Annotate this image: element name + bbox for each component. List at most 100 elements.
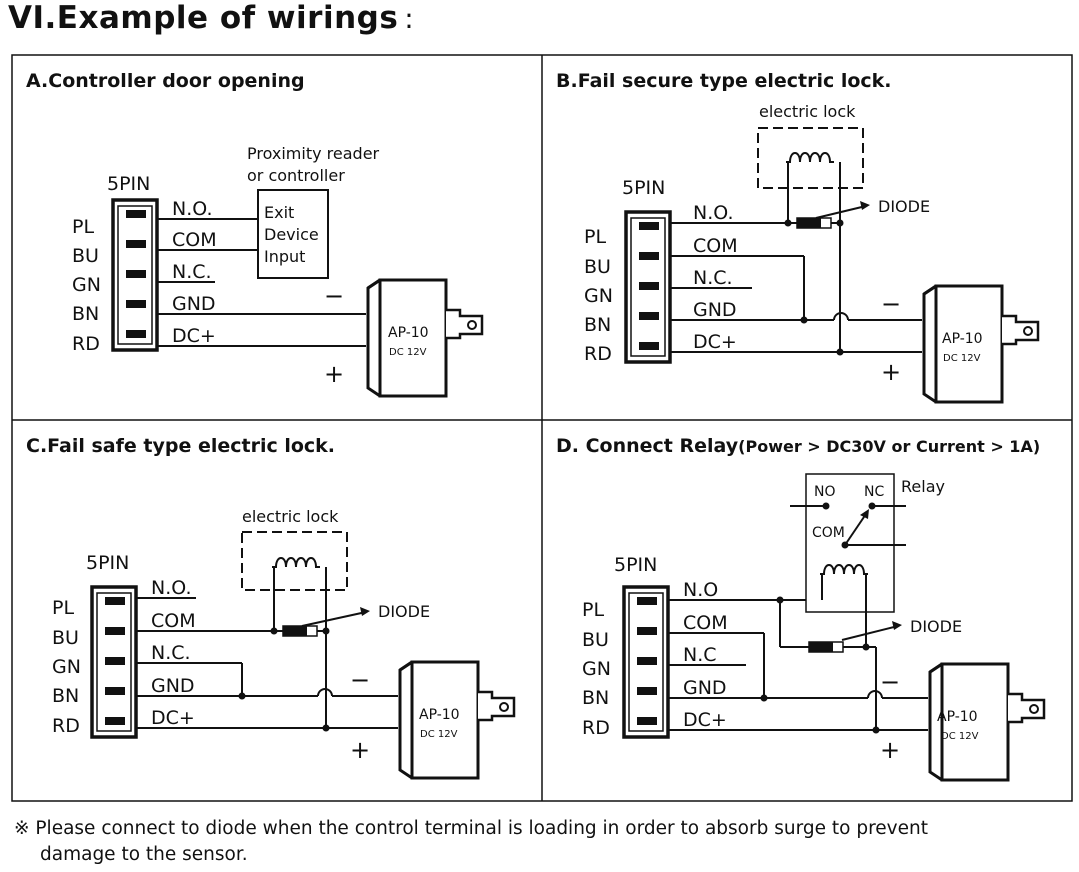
- wire-dc-plus: DC+: [172, 325, 216, 347]
- pin-pl: PL: [584, 226, 606, 248]
- pin-rd: RD: [52, 715, 80, 737]
- pin-bu: BU: [584, 256, 611, 278]
- pin-bn: BN: [582, 687, 609, 709]
- pin-bn: BN: [52, 685, 79, 707]
- wire-gnd: GND: [693, 299, 737, 321]
- relay-box: [805, 473, 895, 613]
- panel-d-title-main: D. Connect Relay: [556, 435, 739, 457]
- panel-a-title: A.Controller door opening: [26, 70, 305, 92]
- reader-label-2: or controller: [247, 166, 345, 185]
- adapter-voltage: DC 12V: [389, 347, 427, 358]
- pin-pl: PL: [52, 597, 74, 619]
- diode-label: DIODE: [378, 602, 430, 621]
- box-line-input: Input: [264, 247, 305, 266]
- adapter-voltage: DC 12V: [941, 731, 979, 742]
- wire-com: COM: [683, 612, 728, 634]
- plus-sign: +: [881, 358, 901, 386]
- pin-bn: BN: [584, 314, 611, 336]
- footnote-line1: Please connect to diode when the control…: [35, 818, 928, 839]
- title-text: VI.Example of wirings: [8, 0, 399, 36]
- box-line-device: Device: [264, 225, 319, 244]
- pin-bu: BU: [72, 245, 99, 267]
- relay-nc: NC: [864, 484, 884, 500]
- panel-d-connector: [622, 585, 670, 739]
- wire-gnd: GND: [683, 677, 727, 699]
- panel-d-5pin-label: 5PIN: [614, 554, 657, 576]
- wire-nc: N.C.: [693, 267, 733, 289]
- minus-sign: −: [350, 666, 370, 694]
- pin-gn: GN: [72, 274, 101, 296]
- pin-gn: GN: [584, 285, 613, 307]
- footnote: ※ Please connect to diode when the contr…: [14, 816, 1064, 868]
- panel-d: D. Connect Relay(Power > DC30V or Curren…: [556, 435, 1046, 782]
- panel-b-title: B.Fail secure type electric lock.: [556, 70, 892, 92]
- minus-sign: −: [324, 282, 344, 310]
- adapter-model: AP-10: [419, 707, 460, 723]
- adapter-model: AP-10: [388, 325, 429, 341]
- electric-lock-box: [757, 127, 864, 189]
- panel-c: C.Fail safe type electric lock. 5PIN PL …: [26, 435, 516, 780]
- footnote-symbol: ※: [14, 818, 30, 839]
- reader-label-1: Proximity reader: [247, 144, 380, 163]
- panel-a-5pin-label: 5PIN: [107, 173, 150, 195]
- pin-gn: GN: [52, 656, 81, 678]
- diode-label: DIODE: [910, 617, 962, 636]
- minus-sign: −: [881, 290, 901, 318]
- panel-b: B.Fail secure type electric lock. 5PIN P…: [556, 70, 1040, 404]
- pin-bu: BU: [582, 629, 609, 651]
- panel-a-connector: [111, 198, 159, 352]
- electric-lock-box: [241, 531, 348, 591]
- lock-label: electric lock: [759, 102, 856, 121]
- exit-device-box: [257, 189, 329, 279]
- pin-rd: RD: [72, 333, 100, 355]
- wire-dc-plus: DC+: [151, 707, 195, 729]
- panel-c-5pin-label: 5PIN: [86, 552, 129, 574]
- wire-nc: N.C.: [151, 642, 191, 664]
- wire-com: COM: [172, 229, 217, 251]
- page-title: VI.Example of wirings:: [8, 0, 414, 36]
- plus-sign: +: [324, 360, 344, 388]
- panel-c-title: C.Fail safe type electric lock.: [26, 435, 335, 457]
- diode: [282, 625, 318, 637]
- diode-label: DIODE: [878, 197, 930, 216]
- adapter-voltage: DC 12V: [420, 729, 458, 740]
- pin-bu: BU: [52, 627, 79, 649]
- pin-rd: RD: [584, 343, 612, 365]
- wire-com: COM: [151, 610, 196, 632]
- adapter-model: AP-10: [937, 709, 978, 725]
- plus-sign: +: [350, 736, 370, 764]
- wire-nc: N.C.: [172, 261, 212, 283]
- wire-nc: N.C: [683, 644, 717, 666]
- relay-com: COM: [812, 525, 845, 541]
- panel-c-connector: [90, 585, 138, 739]
- wire-dc-plus: DC+: [683, 709, 727, 731]
- panel-a: A.Controller door opening 5PIN PL BU GN …: [26, 70, 484, 398]
- pin-gn: GN: [582, 658, 611, 680]
- title-colon: :: [404, 2, 415, 35]
- wire-dc-plus: DC+: [693, 331, 737, 353]
- adapter-model: AP-10: [942, 331, 983, 347]
- panel-b-connector: [624, 210, 672, 364]
- wire-gnd: GND: [172, 293, 216, 315]
- wire-no: N.O.: [172, 198, 212, 220]
- box-line-exit: Exit: [264, 203, 294, 222]
- pin-pl: PL: [72, 216, 94, 238]
- panel-d-title: D. Connect Relay(Power > DC30V or Curren…: [556, 435, 1040, 457]
- panel-b-5pin-label: 5PIN: [622, 177, 665, 199]
- wire-gnd: GND: [151, 675, 195, 697]
- wire-no: N.O.: [693, 202, 733, 224]
- wire-com: COM: [693, 235, 738, 257]
- lock-label: electric lock: [242, 507, 339, 526]
- wire-no: N.O: [683, 579, 718, 601]
- adapter-voltage: DC 12V: [943, 353, 981, 364]
- panel-d-title-sub: (Power > DC30V or Current > 1A): [738, 437, 1040, 456]
- diode: [796, 217, 832, 229]
- footnote-line2: damage to the sensor.: [40, 844, 248, 865]
- pin-rd: RD: [582, 717, 610, 739]
- diode: [808, 641, 844, 653]
- pin-pl: PL: [582, 599, 604, 621]
- relay-no: NO: [814, 484, 836, 500]
- pin-bn: BN: [72, 303, 99, 325]
- relay-label: Relay: [901, 477, 945, 496]
